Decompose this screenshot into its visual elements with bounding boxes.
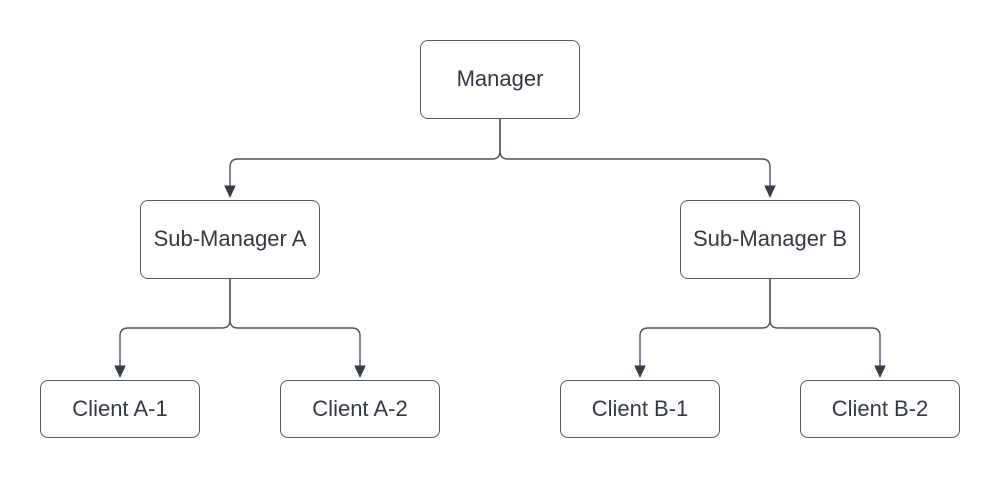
edge-sub-a-to-client-a2-arrowhead	[354, 365, 366, 378]
node-client-a1: Client A-1	[40, 380, 200, 438]
edge-sub-a-to-client-a1-arrowhead	[114, 365, 126, 378]
edge-manager-to-sub-a	[229, 119, 501, 186]
edge-sub-b-to-client-b1-arrowhead	[634, 365, 646, 378]
node-manager-label: Manager	[456, 66, 544, 92]
edge-manager-to-sub-a-arrowhead	[224, 185, 236, 198]
node-client-a2: Client A-2	[280, 380, 440, 438]
node-client-a2-label: Client A-2	[312, 395, 408, 421]
node-client-b2: Client B-2	[800, 380, 960, 438]
node-sub-manager-b-label: Sub-Manager B	[692, 226, 848, 252]
edge-sub-a-to-client-a2	[229, 279, 361, 366]
edge-sub-a-to-client-a1	[119, 279, 231, 366]
edge-sub-b-to-client-b2	[769, 279, 881, 366]
edge-manager-to-sub-b-arrowhead	[764, 185, 776, 198]
node-client-b1: Client B-1	[560, 380, 720, 438]
node-sub-manager-a-label: Sub-Manager A	[153, 226, 307, 252]
edge-sub-b-to-client-b2-arrowhead	[874, 365, 886, 378]
edge-sub-b-to-client-b1	[639, 279, 771, 366]
node-client-a1-label: Client A-1	[72, 395, 168, 421]
node-client-b1-label: Client B-1	[591, 395, 689, 421]
node-sub-manager-b: Sub-Manager B	[680, 200, 860, 279]
node-sub-manager-a: Sub-Manager A	[140, 200, 320, 279]
edge-manager-to-sub-b	[499, 119, 771, 186]
node-manager: Manager	[420, 40, 580, 119]
node-client-b2-label: Client B-2	[831, 395, 929, 421]
